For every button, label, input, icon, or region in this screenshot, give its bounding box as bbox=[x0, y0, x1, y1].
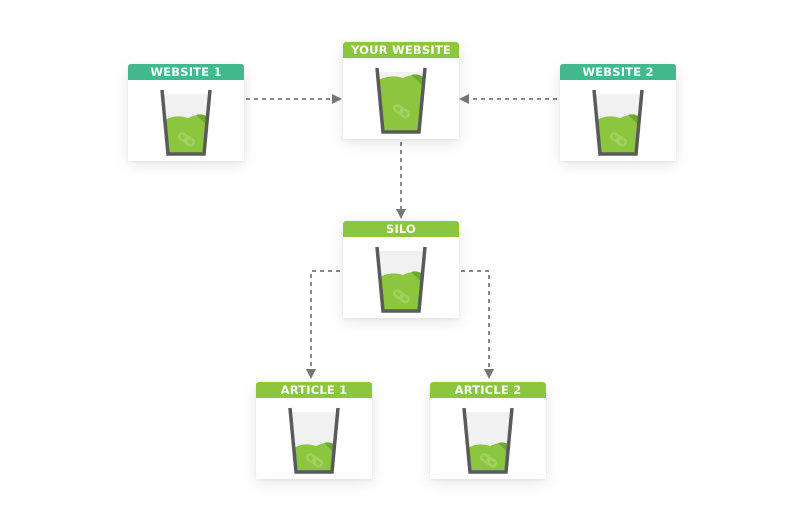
node-article2: ARTICLE 2 bbox=[430, 382, 546, 479]
glass-icon bbox=[375, 246, 427, 313]
edge-silo-to-article2 bbox=[461, 270, 494, 379]
node-label: SILO bbox=[343, 221, 459, 237]
node-label: YOUR WEBSITE bbox=[343, 42, 459, 58]
node-label: WEBSITE 1 bbox=[128, 64, 244, 80]
glass-icon bbox=[160, 89, 212, 156]
edge-silo-to-article1 bbox=[306, 270, 340, 379]
glass-icon bbox=[592, 89, 644, 156]
node-label: ARTICLE 1 bbox=[256, 382, 372, 398]
node-article1: ARTICLE 1 bbox=[256, 382, 372, 479]
node-your-website: YOUR WEBSITE bbox=[343, 42, 459, 139]
node-website1: WEBSITE 1 bbox=[128, 64, 244, 161]
node-silo: SILO bbox=[343, 221, 459, 318]
glass-icon bbox=[462, 407, 514, 474]
node-label: ARTICLE 2 bbox=[430, 382, 546, 398]
node-label: WEBSITE 2 bbox=[560, 64, 676, 80]
glass-icon bbox=[288, 407, 340, 474]
node-website2: WEBSITE 2 bbox=[560, 64, 676, 161]
glass-icon bbox=[375, 67, 427, 134]
